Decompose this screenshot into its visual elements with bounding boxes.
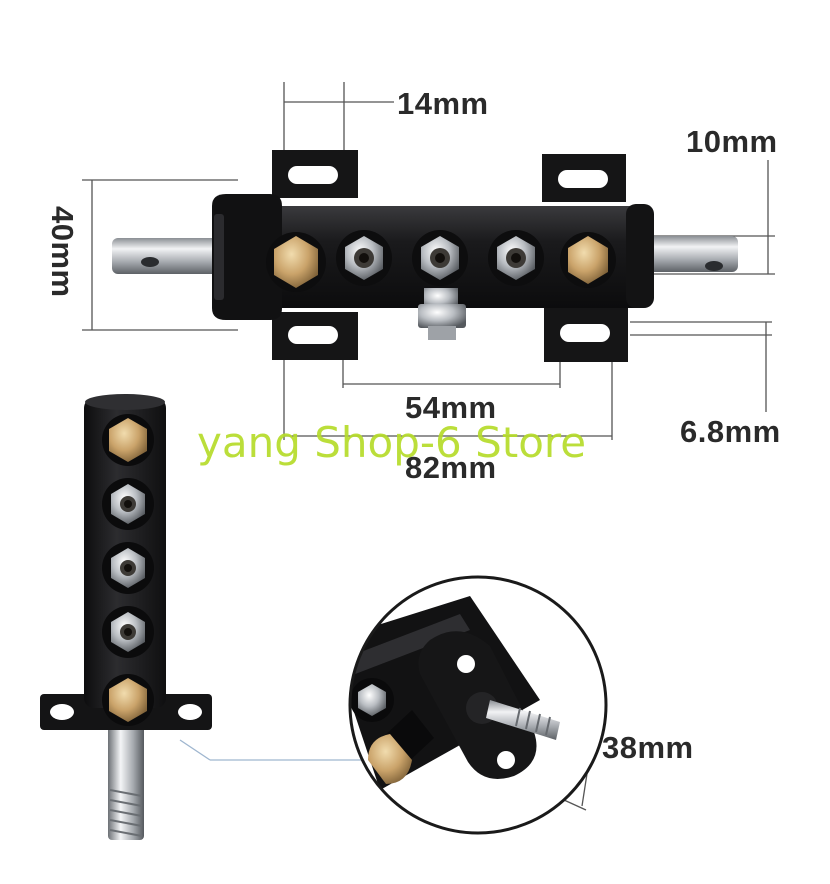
mounting-bracket-icon (272, 150, 626, 202)
dimension-label-10mm: 10mm (686, 124, 778, 159)
tube-fitting-icon (336, 230, 392, 286)
brass-plug-icon (368, 710, 434, 784)
tube-fitting-icon (418, 288, 466, 340)
steel-shaft-icon (640, 236, 738, 272)
tube-fitting-icon (102, 606, 154, 658)
tube-fitting-icon (412, 230, 468, 286)
magnifier-circle-icon (348, 575, 608, 835)
brass-plug-icon (266, 232, 326, 292)
manifold-vertical (40, 394, 212, 840)
dimension-label-40mm: 40mm (45, 206, 80, 298)
dimension-label-38mm: 38mm (602, 730, 694, 765)
dimension-label-14mm: 14mm (397, 86, 489, 121)
tube-fitting-icon (488, 230, 544, 286)
steel-shaft-icon (112, 238, 220, 274)
brass-plug-icon (102, 414, 154, 466)
dimension-label-82mm: 82mm (405, 450, 497, 485)
manifold-horizontal (112, 150, 738, 362)
tube-fitting-icon (102, 478, 154, 530)
store-watermark: yang Shop-6 Store (197, 418, 587, 467)
mounting-bracket-icon (272, 306, 628, 362)
tube-fitting-icon (102, 542, 154, 594)
dimension-label-54mm: 54mm (405, 390, 497, 425)
brass-plug-icon (560, 232, 616, 288)
dimension-label-6-8mm: 6.8mm (680, 414, 781, 449)
dimension-lines (82, 82, 775, 811)
tube-fitting-icon (350, 678, 394, 722)
brass-plug-icon (102, 674, 154, 726)
